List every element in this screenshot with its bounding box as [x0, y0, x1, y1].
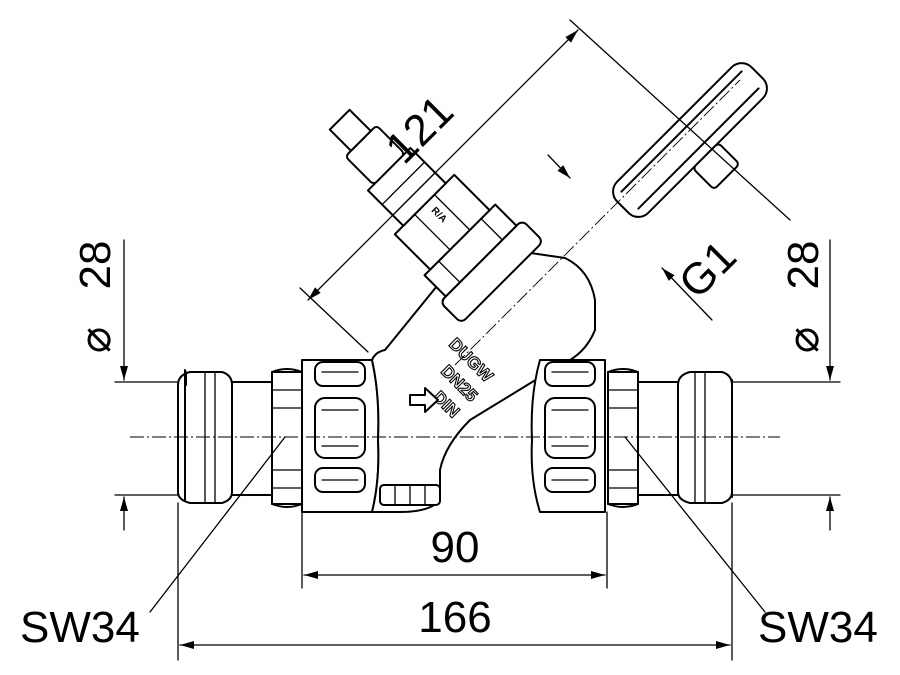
wrench-size-left: SW34 — [20, 436, 286, 652]
left-union-nut — [271, 368, 303, 508]
right-union-nut — [607, 368, 639, 508]
dimension-body-length: 90 — [301, 511, 608, 589]
thread-value: G1 — [670, 232, 746, 308]
wrench-size-left-label: SW34 — [20, 603, 140, 652]
diameter-value-right: 28 — [779, 241, 828, 290]
dimension-diameter-left: ⌀ 28 — [71, 239, 179, 531]
diameter-symbol-left: ⌀ — [71, 327, 120, 354]
overall-length-value: 166 — [418, 593, 491, 642]
dimension-overall-length: 166 — [177, 502, 733, 661]
wrench-size-right-label: SW34 — [758, 603, 878, 652]
right-press-fitting — [637, 371, 733, 504]
diameter-symbol-right: ⌀ — [779, 327, 828, 354]
body-length-value: 90 — [431, 523, 480, 572]
right-body-end — [530, 359, 606, 513]
diameter-value-left: 28 — [71, 241, 120, 290]
left-body-end — [301, 359, 380, 513]
wrench-size-right: SW34 — [624, 436, 878, 652]
dimension-diameter-right: ⌀ 28 — [731, 239, 841, 531]
spindle-centerline — [454, 79, 741, 366]
left-press-fitting — [177, 369, 273, 504]
flow-arrow-icon — [409, 387, 439, 413]
handwheel — [612, 62, 768, 218]
